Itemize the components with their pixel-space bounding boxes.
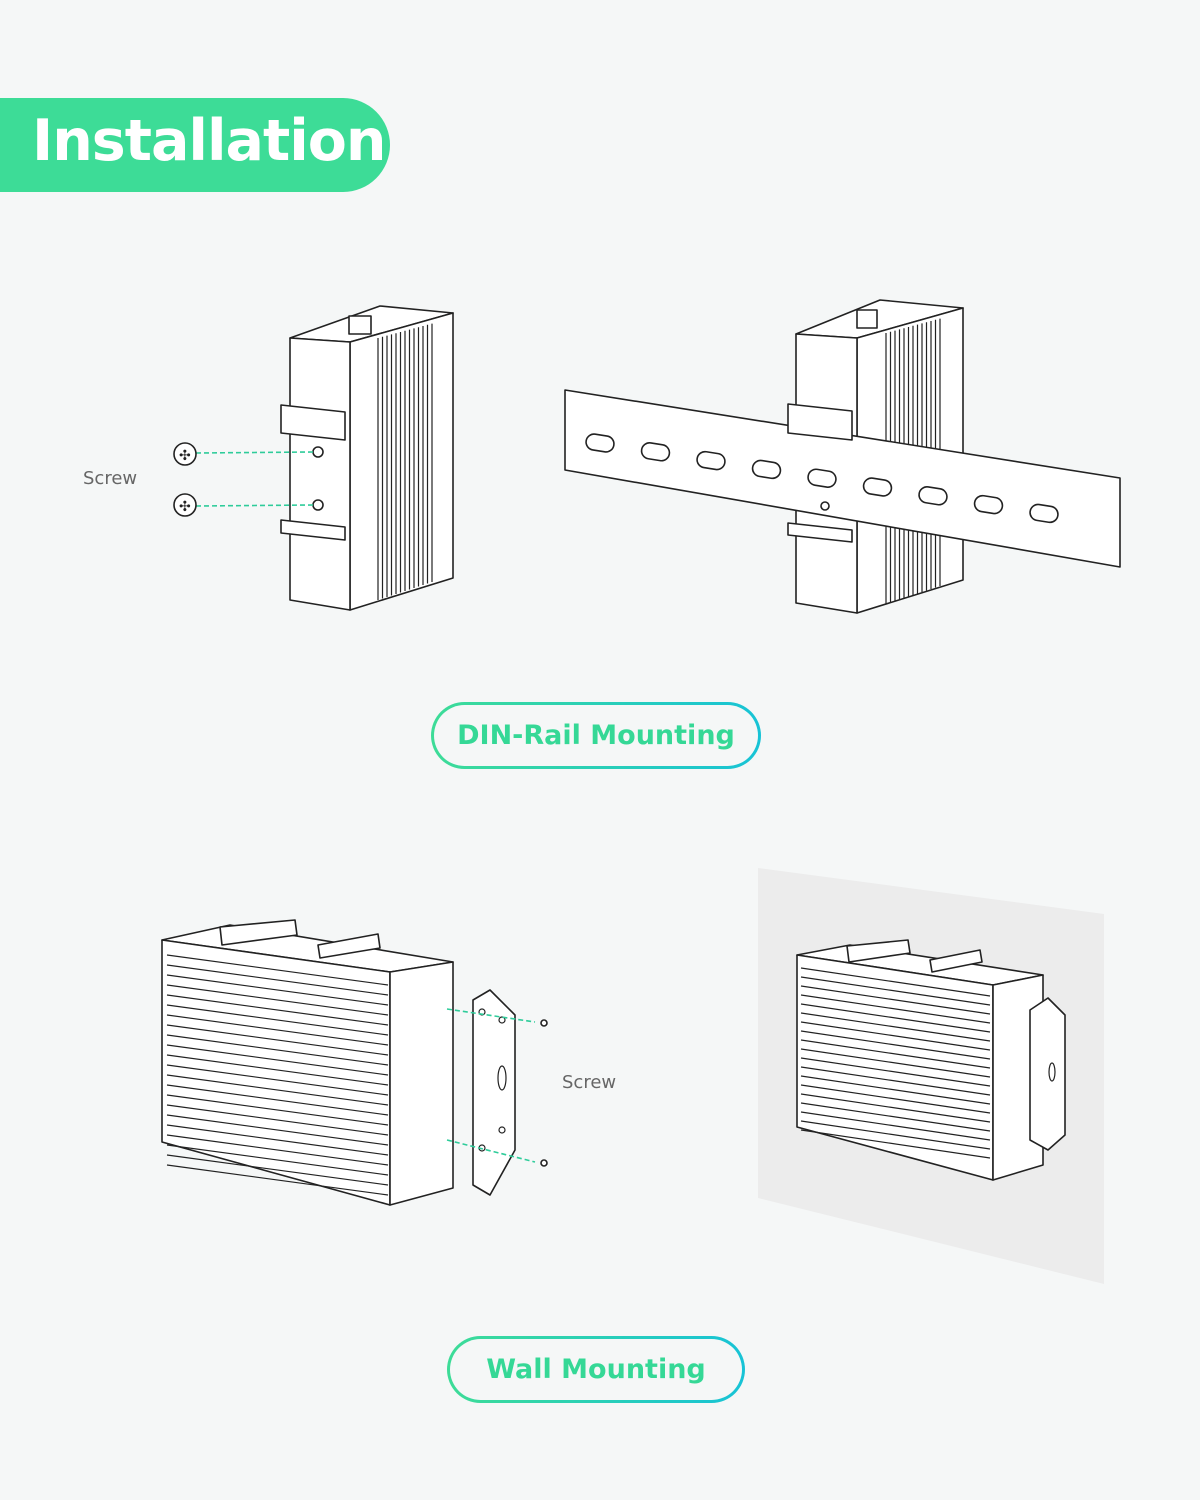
screw-icon <box>173 442 197 466</box>
line-art <box>862 477 893 497</box>
line-art <box>166 964 389 996</box>
line-art <box>800 1129 991 1159</box>
line-art <box>800 1003 991 1033</box>
line-art <box>166 1074 389 1106</box>
line-art <box>800 1066 991 1096</box>
line-art <box>800 1039 991 1069</box>
screw-icon <box>540 1159 548 1167</box>
line-art <box>166 974 389 1006</box>
screw-label: Screw <box>562 1072 617 1093</box>
line-art <box>800 1075 991 1105</box>
line-art <box>166 1084 389 1116</box>
screw-label: Screw <box>83 468 138 489</box>
line-art <box>166 1044 389 1076</box>
line-art <box>696 450 726 471</box>
din-device-with-screws: ✣ ✣ <box>173 305 454 611</box>
line-art <box>166 1154 389 1186</box>
line-art <box>166 1024 389 1056</box>
line-art <box>800 1093 991 1123</box>
line-art <box>800 1120 991 1150</box>
line-art <box>800 1102 991 1132</box>
line-art <box>166 1124 389 1156</box>
line-art <box>166 1164 389 1196</box>
din-rail <box>564 389 1121 568</box>
line-art <box>800 976 991 1006</box>
wall-device-mounted <box>758 868 1104 1284</box>
line-art <box>973 494 1004 515</box>
din-rail-mounting-caption: DIN-Rail Mounting <box>431 702 761 769</box>
line-art <box>800 1048 991 1078</box>
line-art <box>640 442 671 462</box>
line-art <box>166 1004 389 1036</box>
line-art <box>800 1012 991 1042</box>
din-device-on-rail <box>564 299 1121 614</box>
line-art <box>800 1030 991 1060</box>
line-art <box>166 1104 389 1136</box>
section-header: Installation <box>0 98 390 192</box>
line-art <box>166 994 389 1026</box>
line-art <box>166 1114 389 1146</box>
line-art <box>166 1134 389 1166</box>
line-art <box>807 468 837 488</box>
line-art <box>800 985 991 1015</box>
line-art <box>918 486 948 506</box>
section-title: Installation <box>32 108 386 174</box>
line-art <box>166 1144 389 1176</box>
line-art <box>800 994 991 1024</box>
line-art <box>166 954 389 986</box>
line-art <box>800 967 991 997</box>
line-art <box>166 1034 389 1066</box>
wall-mounting-caption: Wall Mounting <box>447 1336 745 1403</box>
line-art <box>751 459 782 480</box>
line-art <box>166 1064 389 1096</box>
screw-icon <box>173 493 197 517</box>
line-art <box>166 1054 389 1086</box>
line-art <box>800 1111 991 1141</box>
line-art <box>166 1014 389 1046</box>
line-art <box>166 984 389 1016</box>
screw-icon <box>540 1019 548 1027</box>
line-art <box>800 1084 991 1114</box>
line-art <box>800 1057 991 1087</box>
wall-device-exploded <box>161 919 548 1206</box>
svg-text:✣: ✣ <box>179 499 191 515</box>
line-art <box>585 433 615 453</box>
svg-text:✣: ✣ <box>179 448 191 464</box>
line-art <box>1029 503 1059 524</box>
line-art <box>166 1094 389 1126</box>
line-art <box>800 1021 991 1051</box>
